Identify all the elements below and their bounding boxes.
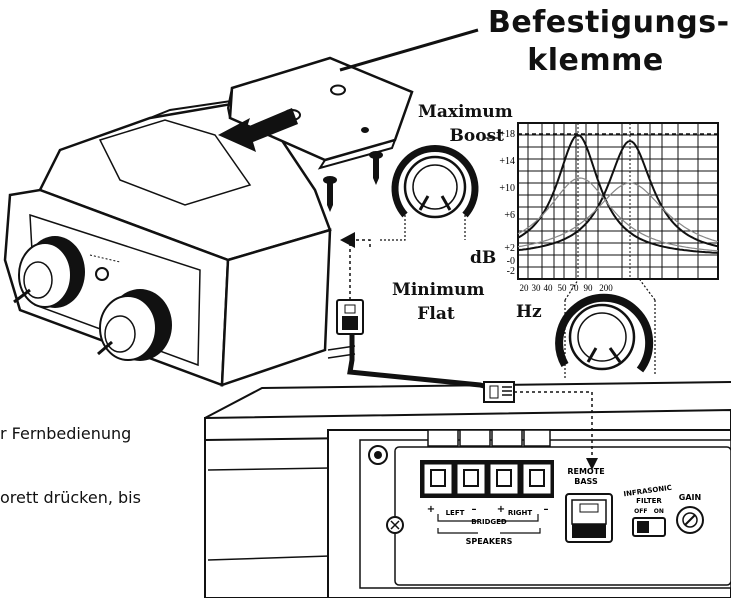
min-label-line2: Flat [417, 304, 455, 324]
bracket-title: Befestigungs- klemme [488, 5, 730, 78]
chart-ytick: +6 [504, 210, 515, 221]
amp-label-gain: GAIN [679, 493, 701, 502]
db-label: dB [470, 248, 497, 268]
amp-label-right: RIGHT [508, 509, 533, 517]
amp-label-filter: FILTER [636, 497, 662, 505]
chart-curve-high-mid [517, 182, 719, 248]
chart-xtick: 20 [520, 283, 530, 293]
chart-xtick: 90 [584, 283, 594, 293]
screw-right [369, 151, 383, 185]
infrasonic-switch [632, 517, 666, 537]
chart-ytick: +2 [504, 243, 515, 254]
bracket-title-line1: Befestigungs- [488, 5, 730, 40]
chart-ytick: -2 [507, 266, 515, 277]
chart-ytick: +10 [499, 183, 515, 194]
amp-label-bass: BASS [574, 477, 598, 486]
chart-xtick: 200 [599, 283, 613, 293]
amp-label-bridged: BRIDGED [471, 518, 507, 526]
chart-ytick: -0 [507, 256, 515, 267]
min-label-line1: Minimum [392, 280, 485, 300]
remote-knob-left [13, 236, 85, 308]
gain-knob [676, 506, 704, 534]
bracket-title-line2: klemme [527, 43, 664, 78]
max-boost-label: Maximum Boost [418, 102, 513, 146]
amp-label-speakers: SPEAKERS [466, 537, 513, 546]
hz-label: Hz [516, 302, 542, 322]
insert-arrow [218, 108, 298, 152]
amp-label-plus-a: + [427, 504, 435, 515]
boost-knob [380, 137, 500, 241]
amp-label-minus-a: – [472, 504, 477, 515]
chart-ytick: +14 [499, 156, 515, 167]
instruction-line-2: orett drücken, bis [0, 488, 141, 507]
chart-curve-low [517, 133, 719, 254]
speaker-terminals [420, 460, 554, 534]
chart-ytick: +18 [499, 129, 515, 140]
max-label-line1: Maximum [418, 102, 513, 122]
remote-bass-jack [565, 493, 613, 543]
chart-xtick: 70 [570, 283, 580, 293]
frequency-knob [555, 279, 656, 380]
chart-curve-high [517, 139, 719, 252]
max-label-line2: Boost [449, 126, 504, 146]
remote-cable [327, 299, 515, 403]
min-flat-label: Minimum Flat [392, 280, 485, 324]
chart-curve-low-mid [517, 177, 719, 252]
screw-left [323, 176, 337, 212]
amplifier [204, 381, 731, 598]
bracket-leader-line [339, 28, 479, 72]
amp-label-left: LEFT [446, 509, 465, 517]
amp-label-offon: OFF ON [634, 508, 664, 515]
amp-label-remote: REMOTE [567, 467, 604, 476]
chart-xtick: 40 [544, 283, 554, 293]
chart-xtick: 50 [558, 283, 568, 293]
remote-knob-right [97, 289, 172, 361]
amp-label-plus-b: + [497, 504, 505, 515]
instruction-line-1: r Fernbedienung [0, 424, 132, 443]
chart-xtick: 30 [532, 283, 542, 293]
amp-label-minus-b: – [544, 504, 549, 515]
